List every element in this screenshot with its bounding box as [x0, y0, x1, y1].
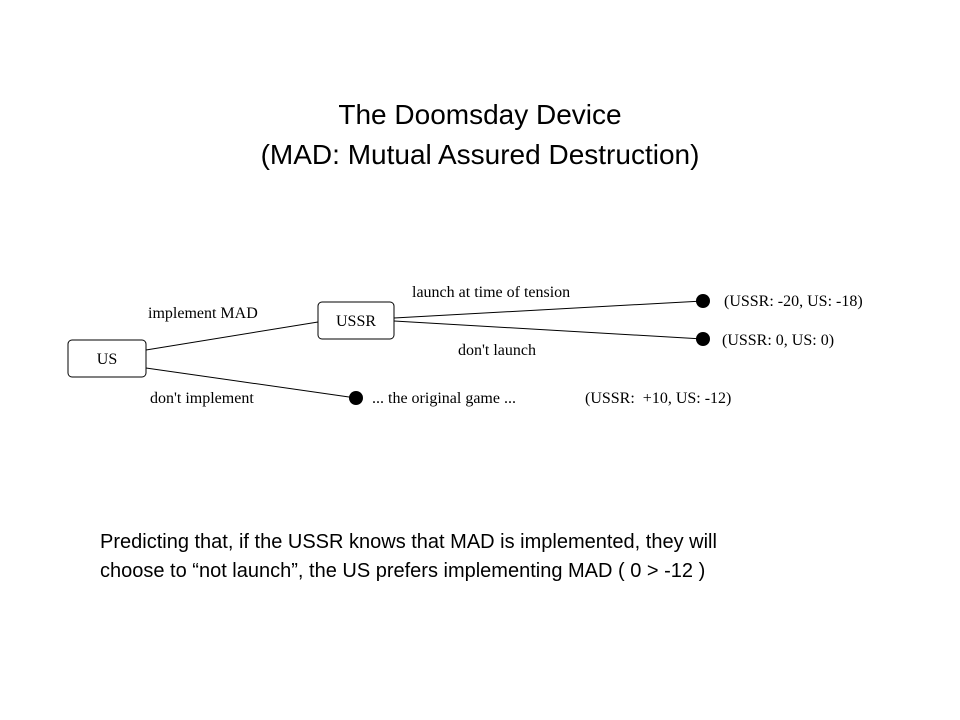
- slide-title: The Doomsday Device (MAD: Mutual Assured…: [0, 95, 960, 175]
- edge-implement-mad: [145, 321, 319, 351]
- original-game-label: ... the original game ...: [372, 390, 516, 407]
- title-line-1: The Doomsday Device: [338, 99, 622, 130]
- terminal-original-game-dot: [349, 391, 363, 405]
- terminal-dont-launch-dot: [696, 332, 710, 346]
- explanation-text: Predicting that, if the USSR knows that …: [100, 528, 900, 586]
- payoff-dont-launch: (USSR: 0, US: 0): [722, 332, 834, 349]
- edge-label-dont-implement: don't implement: [150, 390, 254, 407]
- edge-label-implement-mad: implement MAD: [148, 305, 258, 322]
- node-us-box: [67, 339, 147, 378]
- caption-line-1: Predicting that, if the USSR knows that …: [100, 531, 717, 553]
- node-us-label: US: [97, 351, 117, 368]
- node-ussr-box: [317, 301, 395, 340]
- edge-label-dont-launch: don't launch: [458, 342, 536, 359]
- node-ussr-label: USSR: [336, 313, 376, 330]
- edge-dont-launch: [393, 320, 704, 340]
- edge-launch: [393, 300, 704, 319]
- edge-label-launch: launch at time of tension: [412, 284, 570, 301]
- payoff-original-game: (USSR: +10, US: -12): [585, 390, 731, 407]
- title-line-2: (MAD: Mutual Assured Destruction): [260, 139, 700, 170]
- edge-dont-implement: [145, 367, 357, 399]
- payoff-launch: (USSR: -20, US: -18): [724, 293, 863, 310]
- caption-line-2: choose to “not launch”, the US prefers i…: [100, 560, 706, 582]
- terminal-launch-dot: [696, 294, 710, 308]
